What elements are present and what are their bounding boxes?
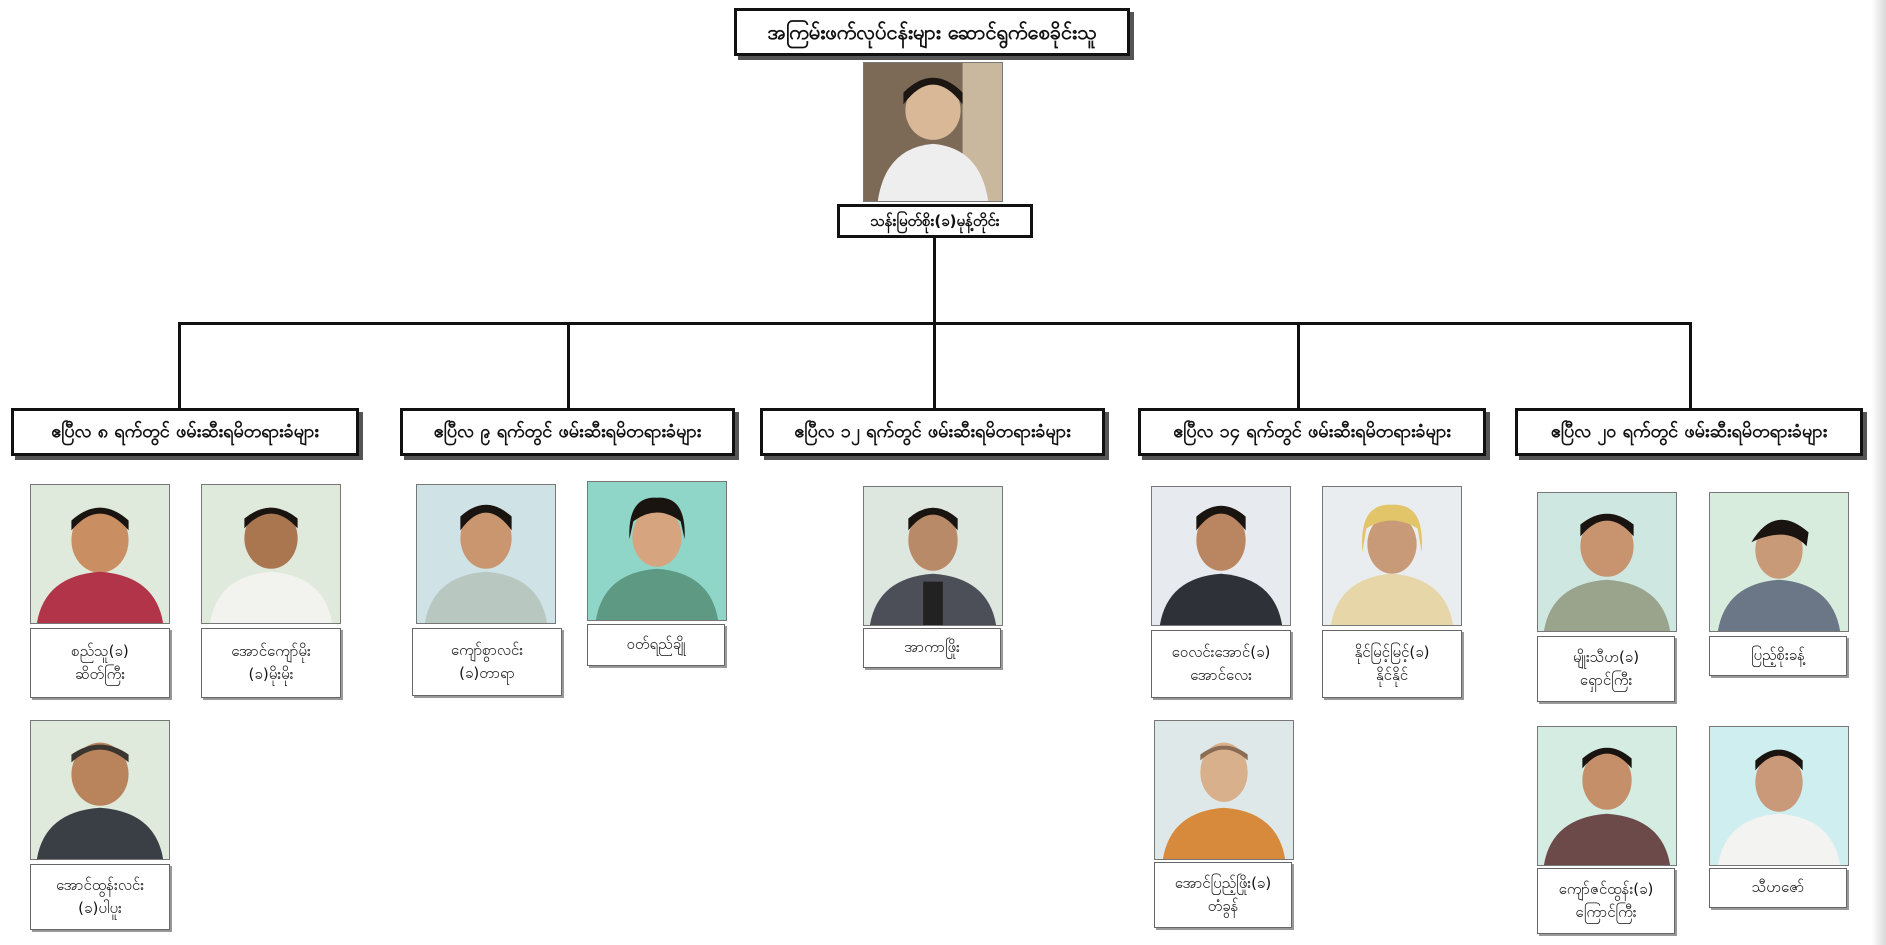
person-photo-icon bbox=[1155, 721, 1293, 859]
group5-connector bbox=[1689, 322, 1692, 408]
person-photo bbox=[587, 481, 727, 621]
person-name-line1: မျိုးသီဟ(ခ) bbox=[1572, 647, 1640, 666]
person-name-line2: အောင်လေး bbox=[1190, 666, 1252, 684]
person-name-line1: အောင်ကျော်မိုး bbox=[231, 641, 311, 660]
person-photo-icon bbox=[31, 721, 169, 859]
group2-header: ဧပြီလ ၉ ရက်တွင် ဖမ်းဆီးရမိတရားခံများ bbox=[400, 408, 735, 456]
group4-connector bbox=[1297, 322, 1300, 408]
person-name-line1: ဝေလင်းအောင်(ခ) bbox=[1171, 642, 1271, 661]
person-photo-icon bbox=[202, 485, 340, 623]
person-caption: မျိုးသီဟ(ခ) ရှောင်ကြီး bbox=[1537, 636, 1675, 702]
person-photo-icon bbox=[588, 482, 726, 620]
page-edge-shadow bbox=[1872, 0, 1886, 945]
person-caption: ဝတ်ရည်ချို bbox=[587, 624, 725, 666]
person-caption: စည်သူ(ခ) ဆိတ်ကြီး bbox=[30, 628, 170, 698]
person-photo bbox=[1709, 726, 1849, 866]
person-name-line1: ဝတ်ရည်ချို bbox=[626, 635, 686, 654]
person-caption: အာကာဖြိုး bbox=[863, 628, 1001, 668]
person-photo-icon bbox=[417, 485, 555, 623]
person-name-line1: အောင်ထွန်းလင်း bbox=[55, 875, 145, 894]
person-caption: ပြည့်စိုးခန့် bbox=[1709, 636, 1847, 676]
person-photo bbox=[1709, 492, 1849, 632]
person-name-line1: စည်သူ(ခ) bbox=[71, 641, 129, 660]
person-photo-icon bbox=[1323, 487, 1461, 625]
person-photo-icon bbox=[1710, 493, 1848, 631]
group3-connector bbox=[933, 322, 936, 408]
person-name-line2: (ခ)မိုးမိုး bbox=[248, 665, 294, 683]
person-photo bbox=[1154, 720, 1294, 860]
person-name-line2: ရှောင်ကြီး bbox=[1579, 671, 1633, 689]
person-name-line1: ကျော်ဇင်ထွန်း(ခ) bbox=[1558, 879, 1654, 898]
group1-connector bbox=[178, 322, 181, 408]
person-name-line2: နိုင်နိုင် bbox=[1375, 666, 1409, 684]
person-name-line1: အောင်ပြည့်ဖြိုး(ခ) bbox=[1174, 873, 1272, 892]
person-name-line1: နိုင်မြင့်မြင့်(ခ) bbox=[1354, 642, 1430, 661]
person-photo bbox=[30, 484, 170, 624]
person-photo bbox=[201, 484, 341, 624]
person-photo-icon bbox=[1538, 493, 1676, 631]
person-name-line2: ဆိတ်ကြီး bbox=[74, 665, 126, 683]
person-photo-icon bbox=[31, 485, 169, 623]
person-photo bbox=[1537, 492, 1677, 632]
leader-photo bbox=[863, 62, 1003, 202]
person-photo bbox=[416, 484, 556, 624]
person-caption: ကျော်ဇင်ထွန်း(ခ) ကြောင်ကြီး bbox=[1537, 868, 1675, 934]
person-name-line2: (ခ)ပါပူး bbox=[78, 899, 122, 917]
person-name-line2: (ခ)တာရာ bbox=[459, 664, 515, 682]
group2-connector bbox=[567, 322, 570, 408]
person-photo bbox=[1322, 486, 1462, 626]
leader-connector bbox=[933, 238, 936, 324]
person-name-line1: ကျော်စွာလင်း bbox=[450, 640, 524, 659]
person-name-line2: ကြောင်ကြီး bbox=[1575, 903, 1637, 921]
person-caption: နိုင်မြင့်မြင့်(ခ) နိုင်နိုင် bbox=[1322, 630, 1462, 698]
chart-title: အကြမ်းဖက်လုပ်ငန်းများ ဆောင်ရွက်စေခိုင်းသ… bbox=[734, 8, 1130, 56]
person-photo-icon bbox=[1538, 727, 1676, 865]
person-name-line1: ပြည့်စိုးခန့် bbox=[1750, 646, 1806, 665]
person-caption: သီဟဇော် bbox=[1709, 868, 1847, 908]
person-caption: ကျော်စွာလင်း (ခ)တာရာ bbox=[412, 628, 562, 696]
person-caption: အောင်ကျော်မိုး (ခ)မိုးမိုး bbox=[201, 628, 341, 698]
person-caption: ဝေလင်းအောင်(ခ) အောင်လေး bbox=[1151, 630, 1291, 698]
group4-header: ဧပြီလ ၁၄ ရက်တွင် ဖမ်းဆီးရမိတရားခံများ bbox=[1138, 408, 1486, 456]
person-caption: အောင်ပြည့်ဖြိုး(ခ) တံခွန် bbox=[1154, 862, 1292, 928]
person-name-line2: တံခွန် bbox=[1207, 897, 1239, 915]
person-photo bbox=[1537, 726, 1677, 866]
person-photo-icon bbox=[864, 63, 1002, 201]
person-photo-icon bbox=[1152, 487, 1290, 625]
person-name-line1: အာကာဖြိုး bbox=[904, 638, 960, 657]
person-photo bbox=[30, 720, 170, 860]
person-photo-icon bbox=[1710, 727, 1848, 865]
person-photo-icon bbox=[864, 487, 1002, 625]
person-name-line1: သီဟဇော် bbox=[1751, 878, 1805, 897]
person-photo bbox=[863, 486, 1003, 626]
group3-header: ဧပြီလ ၁၂ ရက်တွင် ဖမ်းဆီးရမိတရားခံများ bbox=[760, 408, 1105, 456]
person-photo bbox=[1151, 486, 1291, 626]
group1-header: ဧပြီလ ၈ ရက်တွင် ဖမ်းဆီးရမိတရားခံများ bbox=[11, 408, 359, 456]
group5-header: ဧပြီလ ၂၀ ရက်တွင် ဖမ်းဆီးရမိတရားခံများ bbox=[1515, 408, 1863, 456]
person-caption: အောင်ထွန်းလင်း (ခ)ပါပူး bbox=[30, 864, 170, 930]
leader-name: သန်းမြတ်စိုး(ခ)မုန့်တိုင်း bbox=[837, 204, 1033, 238]
